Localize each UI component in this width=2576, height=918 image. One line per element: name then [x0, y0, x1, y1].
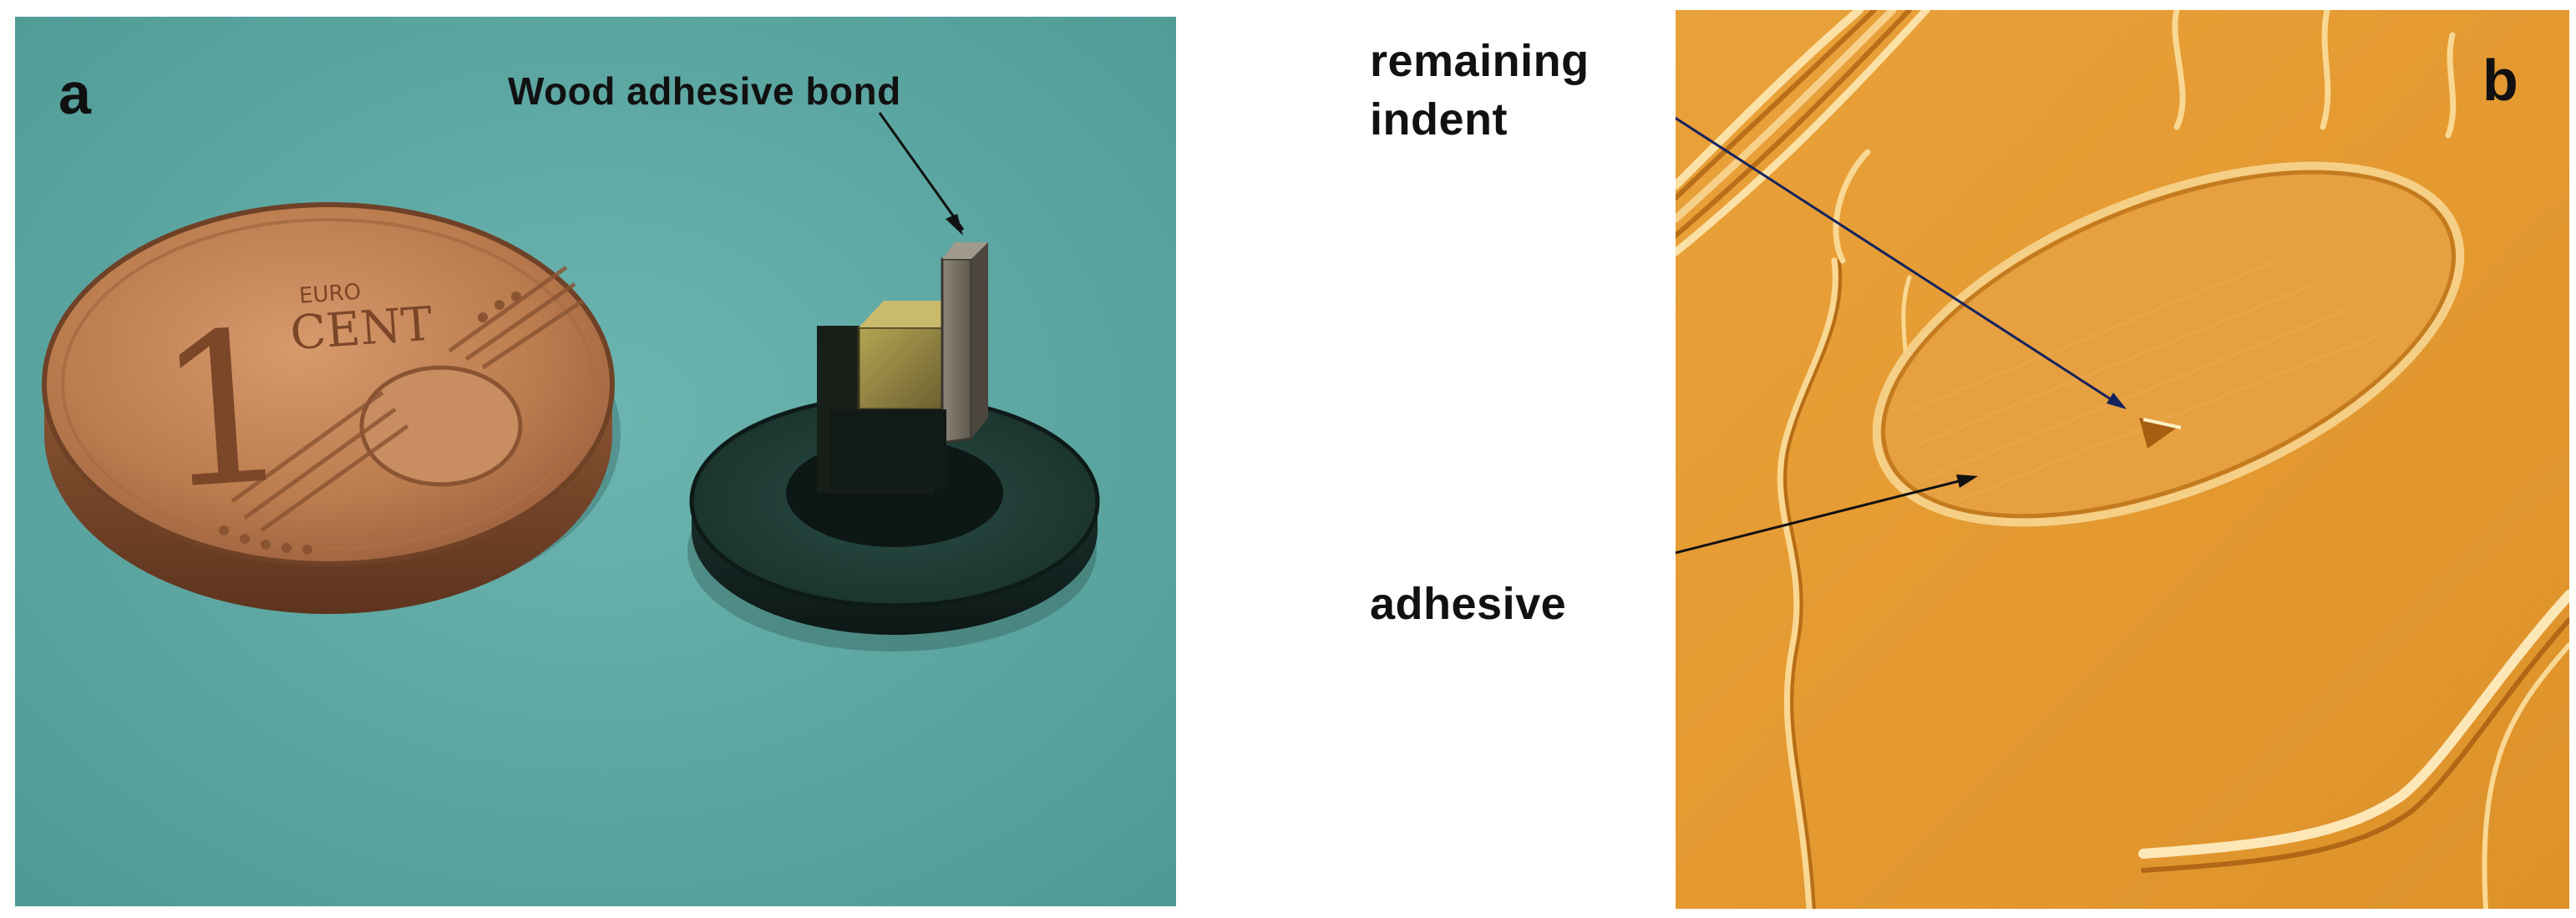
sample-holder: [687, 242, 1100, 652]
remaining-indent-label-line2: indent: [1370, 94, 1508, 145]
specimen-photo: 1 CENT EURO: [15, 17, 1176, 906]
panel-label-a: a: [58, 61, 91, 126]
adhesive-label: adhesive: [1370, 579, 1567, 629]
wood-adhesive-bond-label: Wood adhesive bond: [508, 69, 901, 113]
coin-mint-text: EURO: [298, 280, 362, 309]
wood-adhesive-specimen: [817, 242, 988, 493]
coin-denomination: 1: [150, 285, 299, 536]
indent-mark: [2139, 418, 2182, 449]
euro-cent-coin: 1 CENT EURO: [42, 202, 621, 614]
remaining-indent-label-line1: remaining: [1370, 36, 1590, 86]
microscopy-panel-b: b: [1676, 10, 2569, 909]
panel-label-b: b: [2482, 48, 2518, 113]
coin-unit: CENT: [288, 297, 434, 362]
photo-panel-a: 1 CENT EURO a Wood adhesive bon: [15, 17, 1176, 906]
afm-image: [1676, 10, 2569, 909]
adhesive-region: [1872, 161, 2465, 527]
